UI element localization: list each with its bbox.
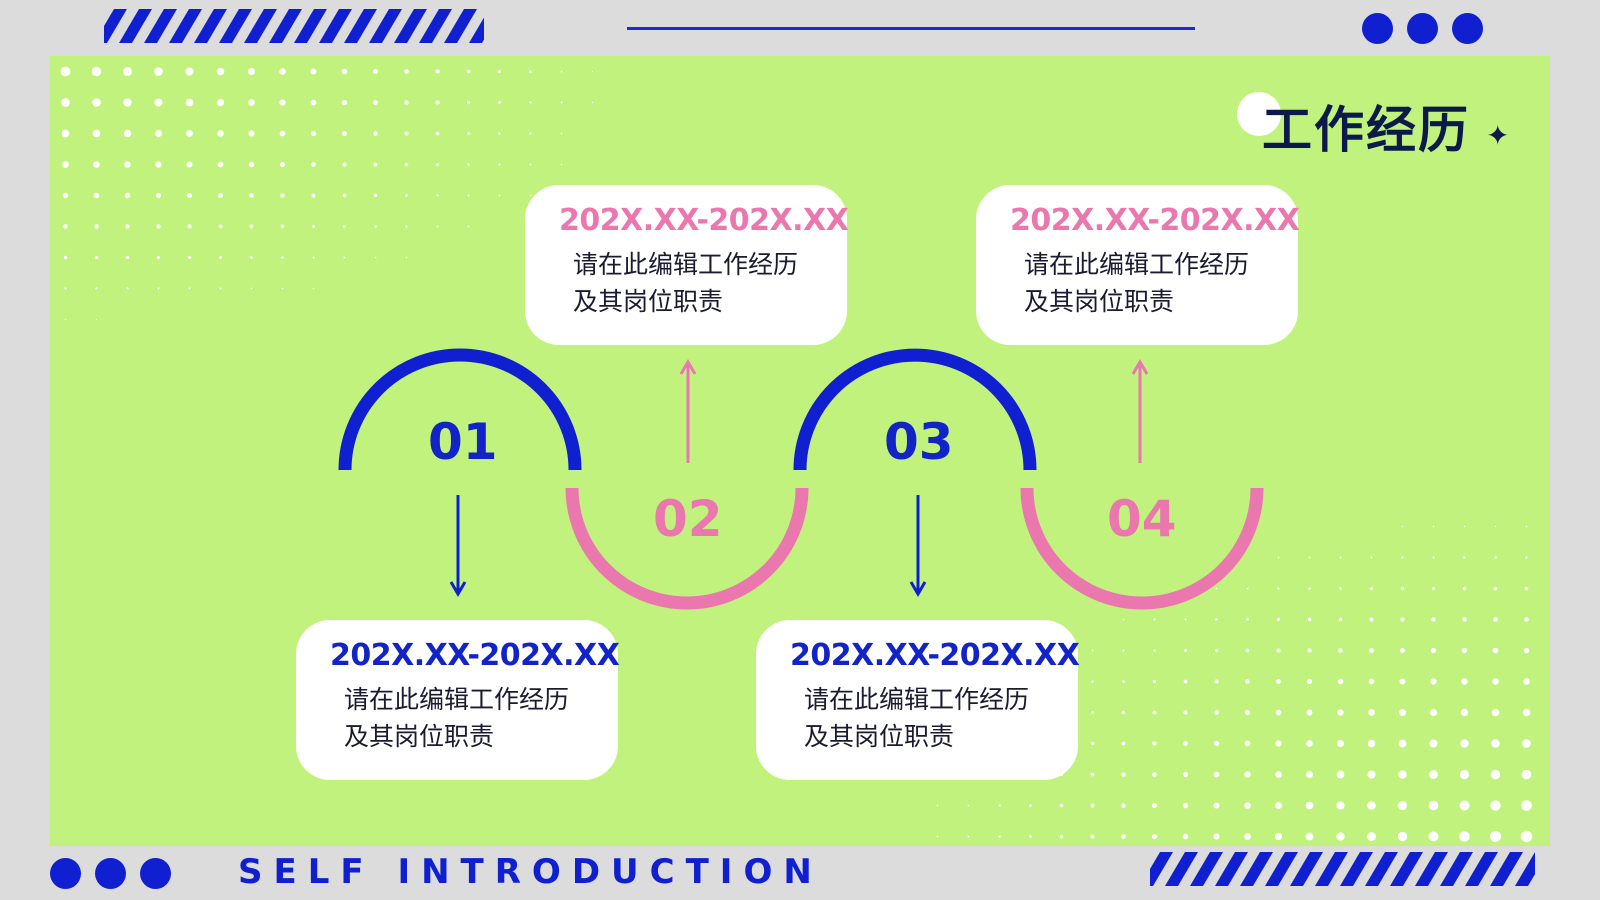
dot — [1452, 13, 1483, 44]
step-number-1: 01 — [428, 413, 498, 471]
dot — [50, 858, 81, 889]
arrow-up-step-2 — [679, 359, 697, 463]
card-description: 请在此编辑工作经历及其岗位职责 — [573, 250, 799, 316]
footer-label: SELF INTRODUCTION — [238, 852, 823, 892]
card-date: 202X.XX-202X.XX — [1010, 203, 1300, 238]
four-point-star-icon: ✦ — [1486, 119, 1510, 152]
stripe — [1190, 852, 1223, 886]
stripe — [419, 9, 452, 43]
stripe — [169, 9, 202, 43]
stripe — [1150, 852, 1173, 886]
stripe — [394, 9, 427, 43]
stripe — [1415, 852, 1448, 886]
stripe — [1515, 852, 1535, 886]
card-date: 202X.XX-202X.XX — [559, 203, 849, 238]
dot — [140, 858, 171, 889]
stripe — [194, 9, 227, 43]
stripe — [1340, 852, 1373, 886]
timeline-card-1: 202X.XX-202X.XX 请在此编辑工作经历及其岗位职责 — [296, 620, 620, 780]
stripe — [1215, 852, 1248, 886]
dot — [1407, 13, 1438, 44]
arc-step-3 — [793, 348, 1037, 471]
card-description: 请在此编辑工作经历及其岗位职责 — [1024, 250, 1250, 316]
dot — [1362, 13, 1393, 44]
stripe — [1490, 852, 1523, 886]
page-title: 工作经历 — [1262, 101, 1470, 159]
stripe — [119, 9, 152, 43]
arc-step-4 — [1020, 487, 1264, 610]
title-accent-circle — [1237, 92, 1281, 136]
stripe — [444, 9, 477, 43]
arc-step-1 — [338, 348, 582, 471]
step-number-3: 03 — [884, 413, 954, 471]
stripe — [144, 9, 177, 43]
stripe — [1240, 852, 1273, 886]
stripe — [369, 9, 402, 43]
bottom-left-dots — [50, 858, 171, 889]
stripe — [469, 17, 484, 43]
bottom-right-stripes — [1150, 852, 1535, 886]
stripe — [1465, 852, 1498, 886]
timeline-card-3: 202X.XX-202X.XX 请在此编辑工作经历及其岗位职责 — [756, 620, 1080, 780]
top-left-stripes — [104, 9, 484, 43]
dot — [95, 858, 126, 889]
step-number-4: 04 — [1107, 490, 1177, 548]
top-right-dots — [1362, 13, 1483, 44]
stripe — [344, 9, 377, 43]
card-description: 请在此编辑工作经历及其岗位职责 — [344, 685, 570, 751]
stripe — [1290, 852, 1323, 886]
stripe — [319, 9, 352, 43]
card-date: 202X.XX-202X.XX — [330, 638, 620, 673]
arrow-down-step-1 — [449, 495, 467, 597]
top-divider-line — [627, 27, 1195, 30]
arrow-up-step-4 — [1131, 359, 1149, 463]
stripe — [1390, 852, 1423, 886]
step-number-2: 02 — [653, 490, 723, 548]
stripe — [1165, 852, 1198, 886]
stripe — [294, 9, 327, 43]
stripe — [244, 9, 277, 43]
stripe — [1315, 852, 1348, 886]
timeline-card-2: 202X.XX-202X.XX 请在此编辑工作经历及其岗位职责 — [525, 185, 849, 345]
card-description: 请在此编辑工作经历及其岗位职责 — [804, 685, 1030, 751]
stripe — [219, 9, 252, 43]
stripe — [269, 9, 302, 43]
arrow-down-step-3 — [909, 495, 927, 597]
stripe — [1365, 852, 1398, 886]
stripe — [1265, 852, 1298, 886]
timeline-card-4: 202X.XX-202X.XX 请在此编辑工作经历及其岗位职责 — [976, 185, 1300, 345]
arc-step-2 — [565, 487, 809, 610]
stripe — [1440, 852, 1473, 886]
card-date: 202X.XX-202X.XX — [790, 638, 1080, 673]
stripe — [104, 9, 127, 43]
